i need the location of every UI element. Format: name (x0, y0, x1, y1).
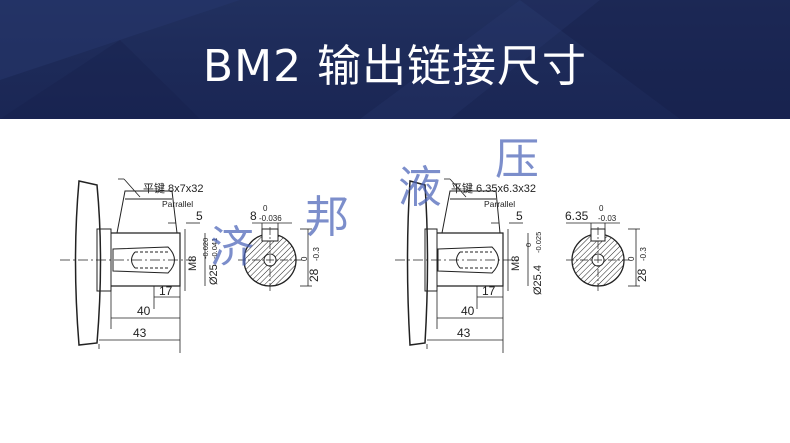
right-dim-43: 43 (457, 326, 471, 340)
right-parallel-label: Parrallel (484, 199, 515, 209)
right-dim-17: 17 (482, 284, 496, 298)
right-dim-5: 5 (516, 209, 523, 223)
left-key-label: 平键 8x7x32 (143, 181, 204, 195)
right-thread: M8 (510, 256, 522, 271)
right-diameter: Ø25.4 (532, 265, 544, 295)
left-dim-17: 17 (159, 284, 173, 298)
right-dim-40: 40 (461, 304, 475, 318)
left-key-height: 28 (307, 268, 321, 282)
left-dim-43: 43 (133, 326, 147, 340)
right-key-height-tol-upper: 0 (627, 256, 636, 261)
right-key-label: 平键 6.35x6.3x32 (451, 181, 536, 195)
right-key-height: 28 (635, 268, 649, 282)
left-thread: M8 (187, 256, 199, 271)
left-diameter: Ø25 (208, 264, 220, 285)
right-key-width: 6.35 (565, 209, 589, 223)
left-key-width-tol-upper: 0 (263, 204, 268, 213)
watermark-char-4: 压 (495, 134, 539, 185)
left-parallel-label: Parrallel (162, 199, 193, 209)
drawing-area: 平键 8x7x32 Parrallel 5 17 40 43 M8 Ø25 -0… (0, 119, 790, 438)
watermark-char-3: 液 (398, 162, 442, 213)
watermark-char-2: 邦 (305, 192, 349, 243)
right-key-width-tol-lower: -0.03 (598, 214, 617, 223)
left-dim-5: 5 (196, 209, 203, 223)
left-shaft-drawing (60, 178, 206, 353)
header-banner: BM2 输出链接尺寸 (0, 0, 790, 119)
left-key-width: 8 (250, 209, 257, 223)
right-key-height-tol-lower: -0.3 (639, 247, 648, 261)
banner-pattern (0, 0, 790, 119)
left-key-width-tol-lower: -0.036 (259, 214, 282, 223)
technical-drawing: 平键 8x7x32 Parrallel 5 17 40 43 M8 Ø25 -0… (60, 178, 649, 353)
left-dim-40: 40 (137, 304, 151, 318)
right-drawing-labels: 平键 6.35x6.3x32 Parrallel 5 17 40 43 M8 Ø… (451, 181, 649, 340)
left-key-height-tol-upper: 0 (300, 256, 309, 261)
left-cross-section (238, 222, 312, 291)
right-diameter-tol-lower: -0.025 (534, 232, 543, 253)
left-drawing-labels: 平键 8x7x32 Parrallel 5 17 40 43 M8 Ø25 -0… (133, 181, 321, 340)
left-diameter-tol-upper: -0.020 (201, 238, 210, 259)
right-key-width-tol-upper: 0 (599, 204, 604, 213)
right-cross-section (566, 222, 640, 291)
right-diameter-tol-upper: 0 (524, 243, 533, 247)
right-shaft-drawing (395, 178, 529, 353)
watermark-char-1: 济 (210, 222, 254, 273)
left-diameter-tol-lower: -0.041 (210, 238, 219, 259)
left-key-height-tol-lower: -0.3 (312, 247, 321, 261)
page-title: BM2 输出链接尺寸 (202, 41, 588, 92)
